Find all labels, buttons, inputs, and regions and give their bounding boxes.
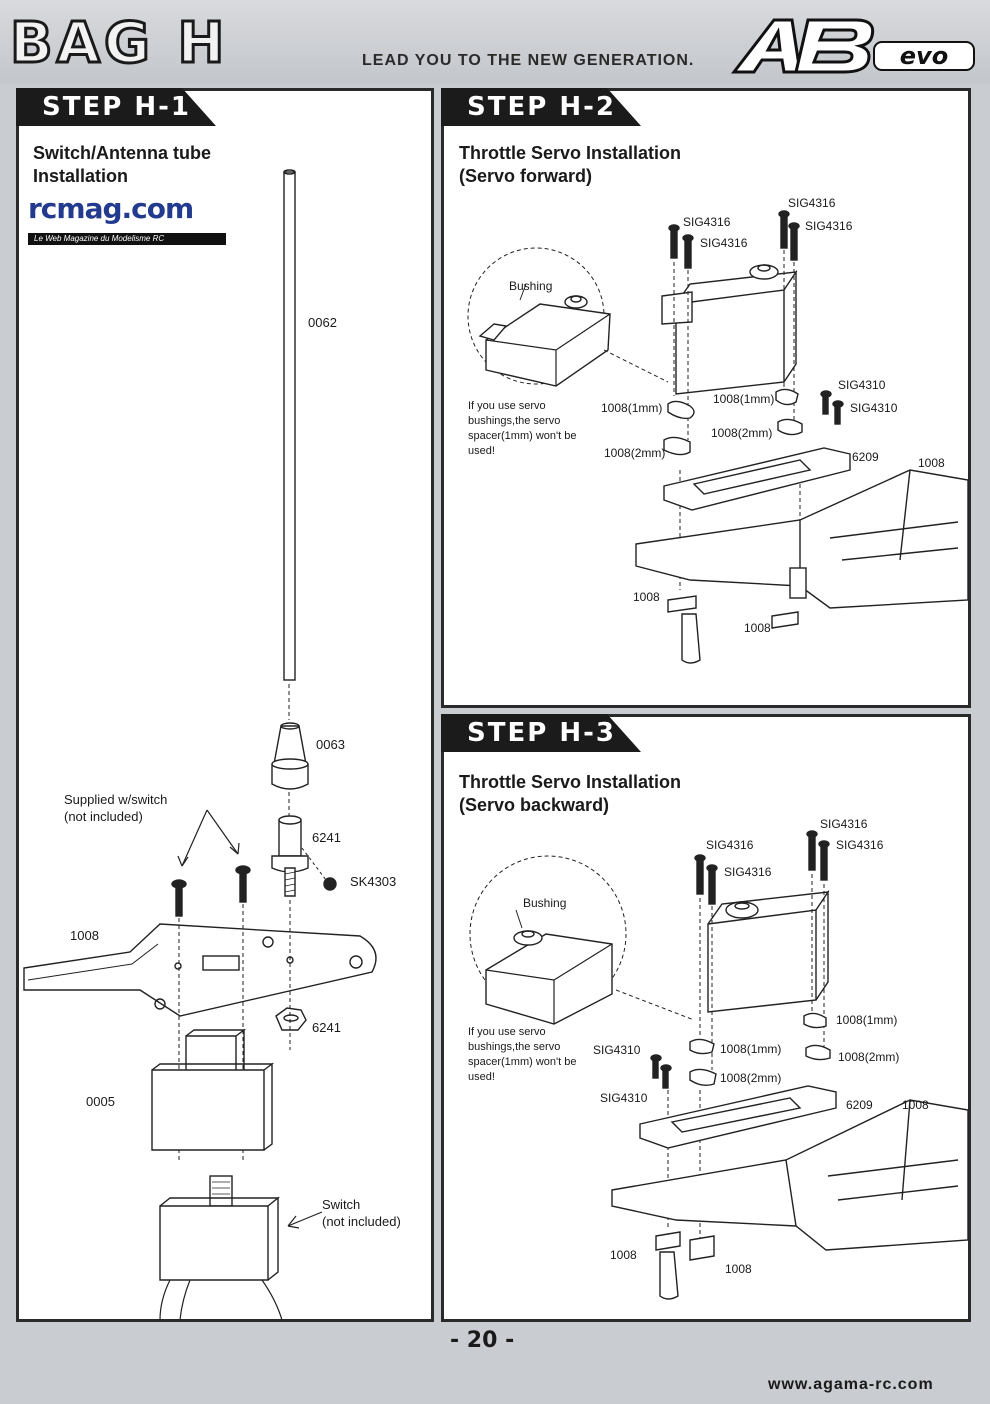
label-grommet-screw-h2: SIG4310 bbox=[850, 401, 898, 415]
rcmag-tagline: Le Web Magazine du Modelisme RC bbox=[28, 233, 226, 245]
nut-6241 bbox=[275, 1007, 307, 1031]
antenna-mount bbox=[278, 819, 302, 857]
step-h1-title-line1: Switch/Antenna tube bbox=[33, 143, 212, 163]
label-screw-h2: SIG4316 bbox=[788, 196, 836, 210]
label-screw-h3: SIG4316 bbox=[706, 838, 754, 852]
bushing-note-h3: If you use servo bushings,the servo spac… bbox=[468, 1025, 598, 1085]
servo-h3 bbox=[707, 909, 817, 1013]
switch-box-0005 bbox=[151, 1069, 265, 1151]
a8-evo-logo: evo bbox=[730, 18, 975, 74]
label-chassis-h3: 1008 bbox=[902, 1098, 929, 1112]
svg-text:evo: evo bbox=[900, 42, 948, 70]
label-post-h2: 1008 bbox=[744, 621, 771, 635]
label-grommet-screw-h3: SIG4310 bbox=[600, 1091, 648, 1105]
label-screw-h2: SIG4316 bbox=[805, 219, 853, 233]
step-h1-heading: STEP H-1 bbox=[16, 88, 216, 126]
label-switch-line1: Switch bbox=[322, 1197, 361, 1212]
label-spacer-h3: 1008(1mm) bbox=[836, 1013, 898, 1027]
label-bushing-h2: Bushing bbox=[509, 279, 553, 293]
note-line: If you use servo bbox=[468, 1026, 546, 1038]
rcmag-site: rcmag.com bbox=[28, 192, 194, 225]
label-switch-line2: (not included) bbox=[322, 1214, 401, 1229]
servo-mount-6209-h3 bbox=[639, 1085, 837, 1149]
label-supplied-line2: (not included) bbox=[64, 809, 143, 824]
label-post-h3: 1008 bbox=[610, 1248, 637, 1262]
note-line: used! bbox=[468, 445, 495, 457]
page-number: - 20 - bbox=[450, 1328, 515, 1353]
step-h2-title-line2: (Servo forward) bbox=[459, 166, 593, 186]
label-spacer-h2: 1008(2mm) bbox=[604, 446, 666, 460]
label-screw-h3: SIG4316 bbox=[836, 838, 884, 852]
label-spacer-h3: 1008(2mm) bbox=[838, 1050, 900, 1064]
chassis-1008-h2 bbox=[635, 469, 969, 609]
step-h2-title-line1: Throttle Servo Installation bbox=[459, 143, 682, 163]
chassis-1008-h3 bbox=[611, 1099, 969, 1251]
step-h3-title-line2: (Servo backward) bbox=[459, 795, 610, 815]
note-line: bushings,the servo bbox=[468, 1041, 561, 1053]
label-cone: 0063 bbox=[316, 737, 345, 752]
post-h3 bbox=[659, 1251, 679, 1300]
label-post-h2: 1008 bbox=[633, 590, 660, 604]
bushing-note-h2: If you use servo bushings,the servo spac… bbox=[468, 399, 598, 459]
note-line: used! bbox=[468, 1071, 495, 1083]
label-grommet-screw-h3: SIG4310 bbox=[593, 1043, 641, 1057]
label-spacer-h2: 1008(2mm) bbox=[711, 426, 773, 440]
set-screw bbox=[323, 877, 337, 891]
label-screw-h2: SIG4316 bbox=[683, 215, 731, 229]
bag-title: BAG H bbox=[8, 11, 229, 76]
footer-url: www.agama-rc.com bbox=[768, 1376, 934, 1393]
post-h2 bbox=[681, 613, 701, 664]
step-h3-heading: STEP H-3 bbox=[441, 714, 641, 752]
label-box: 0005 bbox=[86, 1094, 115, 1109]
label-nut-bottom: 6241 bbox=[312, 1020, 341, 1035]
label-supplied-line1: Supplied w/switch bbox=[64, 792, 168, 807]
mount-plate-1008 bbox=[23, 923, 377, 1017]
note-line: spacer(1mm) won't be bbox=[468, 430, 577, 442]
label-post-h3: 1008 bbox=[725, 1262, 752, 1276]
label-set-screw: SK4303 bbox=[350, 874, 397, 889]
label-screw-h2: SIG4316 bbox=[700, 236, 748, 250]
label-screw-h3: SIG4316 bbox=[820, 817, 868, 831]
label-mount-h3: 6209 bbox=[846, 1098, 873, 1112]
note-line: bushings,the servo bbox=[468, 415, 561, 427]
note-line: If you use servo bbox=[468, 400, 546, 412]
switch-toggle bbox=[209, 1175, 233, 1207]
label-spacer-h3: 1008(2mm) bbox=[720, 1071, 782, 1085]
label-screw-h3: SIG4316 bbox=[724, 865, 772, 879]
switch-body bbox=[159, 1205, 269, 1281]
label-chassis-h2: 1008 bbox=[918, 456, 945, 470]
label-mount-h2: 6209 bbox=[852, 450, 879, 464]
label-spacer-h3: 1008(1mm) bbox=[720, 1042, 782, 1056]
step-h3-title-line1: Throttle Servo Installation bbox=[459, 772, 682, 792]
antenna-tube bbox=[283, 171, 296, 681]
step-h1-title-line2: Installation bbox=[33, 166, 129, 186]
slogan: LEAD YOU TO THE NEW GENERATION. bbox=[362, 52, 695, 69]
step-h2-heading: STEP H-2 bbox=[441, 88, 641, 126]
label-bushing-h3: Bushing bbox=[523, 896, 567, 910]
label-spacer-h2: 1008(1mm) bbox=[713, 392, 775, 406]
label-mount-nut-top: 6241 bbox=[312, 830, 341, 845]
rcmag-watermark: rcmag.com Le Web Magazine du Modelisme R… bbox=[26, 192, 228, 248]
servo-mount-6209 bbox=[663, 447, 851, 511]
label-plate: 1008 bbox=[70, 928, 99, 943]
label-spacer-h2: 1008(1mm) bbox=[601, 401, 663, 415]
label-grommet-screw-h2: SIG4310 bbox=[838, 378, 886, 392]
label-antenna-tube: 0062 bbox=[308, 315, 337, 330]
note-line: spacer(1mm) won't be bbox=[468, 1056, 577, 1068]
